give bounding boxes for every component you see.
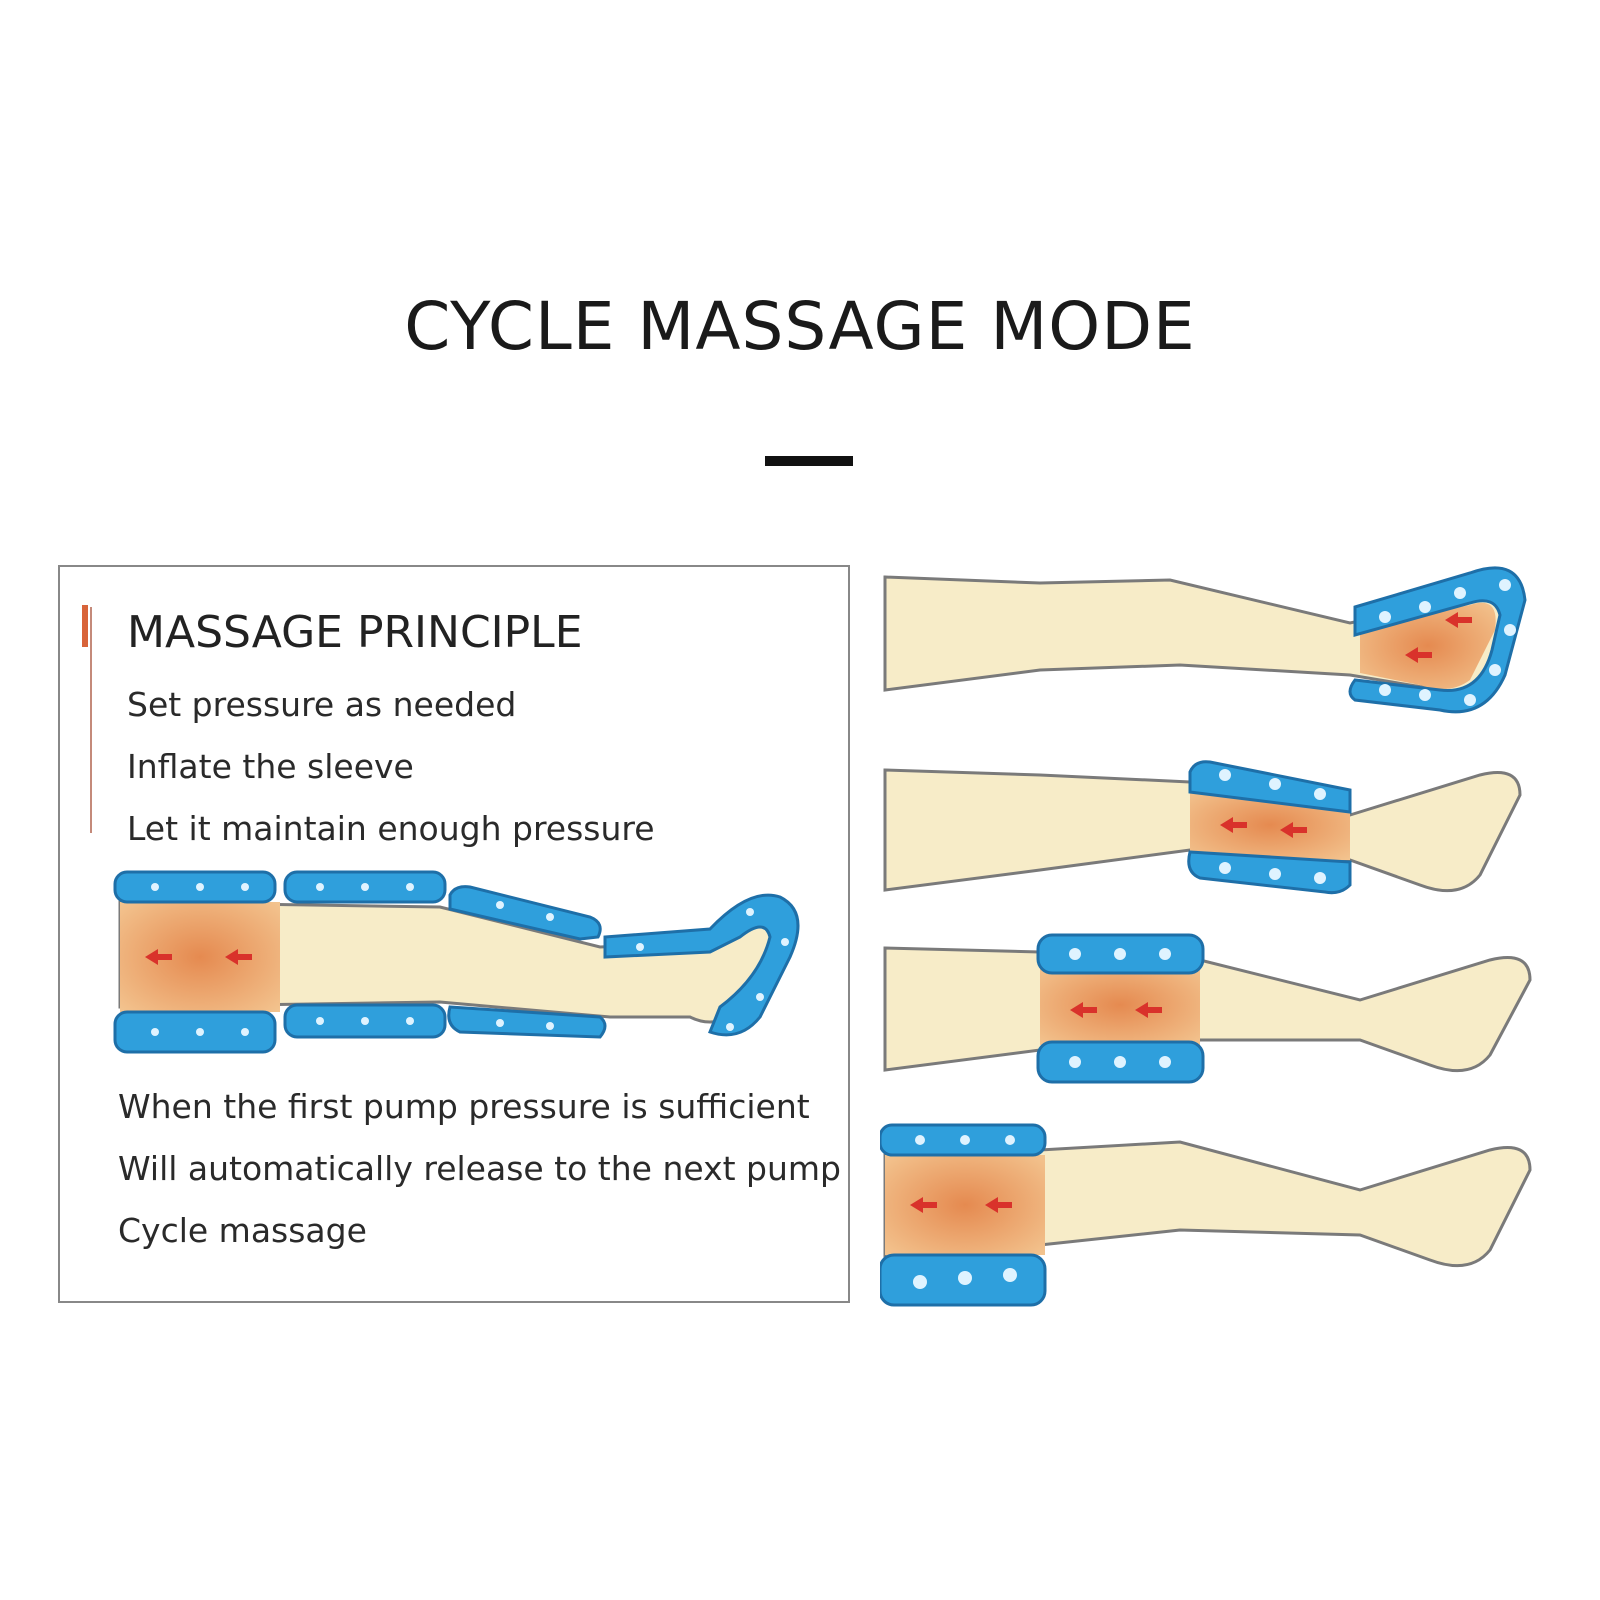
massage-principle-panel: MASSAGE PRINCIPLE Set pressure as needed…: [58, 565, 850, 1303]
principle-title: MASSAGE PRINCIPLE: [127, 607, 583, 658]
accent-line: [90, 607, 92, 833]
air-bubble-icon: [1379, 579, 1516, 706]
sleeve-foot: [603, 893, 800, 1037]
cycle-step-knee: [883, 933, 1532, 1084]
red-pressure-arrow-icon: [910, 1197, 1012, 1213]
air-bubble-icon: [1219, 769, 1326, 884]
inflated-zone: [120, 902, 280, 1012]
principle-step-3: Let it maintain enough pressure: [127, 809, 655, 848]
full-leg-sleeve-diagram: [113, 870, 800, 1054]
sleeve-thigh-top: [113, 870, 277, 904]
page-title: CYCLE MASSAGE MODE: [404, 288, 1196, 365]
accent-marker: [82, 605, 88, 647]
leg-silhouette: [883, 946, 1532, 1073]
sleeve-thigh-bottom: [113, 1010, 277, 1054]
red-pressure-arrow-icon: [145, 949, 252, 965]
sleeve-calf-bottom: [447, 1005, 607, 1039]
caption-line-3: Cycle massage: [118, 1211, 367, 1250]
principle-step-1: Set pressure as needed: [127, 685, 517, 724]
title-divider: [765, 456, 853, 466]
cycle-step-calf: [883, 760, 1522, 895]
air-bubble-icon: [151, 883, 789, 1036]
sleeve-foot: [1348, 566, 1527, 714]
red-pressure-arrow-icon: [1070, 1002, 1162, 1018]
red-pressure-arrow-icon: [1220, 817, 1307, 838]
caption-line-2: Will automatically release to the next p…: [118, 1149, 842, 1188]
inflated-zone: [885, 1155, 1045, 1255]
inflated-zone: [1040, 965, 1200, 1045]
cycle-step-foot: [883, 566, 1527, 714]
air-bubble-icon: [913, 1135, 1017, 1289]
caption-line-1: When the first pump pressure is sufficie…: [118, 1087, 810, 1126]
red-pressure-arrow-icon: [1405, 612, 1472, 663]
leg-silhouette: [883, 1140, 1532, 1272]
cycle-step-thigh: [880, 1123, 1532, 1307]
sleeve-calf-top: [448, 885, 602, 941]
air-bubble-icon: [1069, 948, 1171, 1068]
principle-step-2: Inflate the sleeve: [127, 747, 414, 786]
